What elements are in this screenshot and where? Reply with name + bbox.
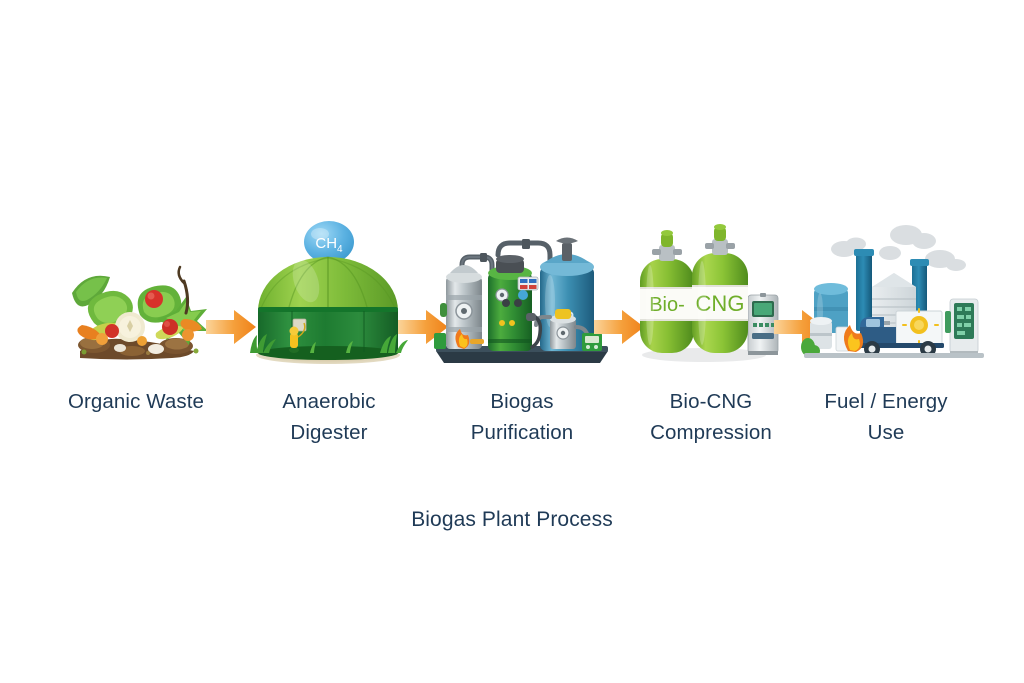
stage-label-fuel-energy-use: Fuel / Energy Use (824, 390, 948, 444)
stage-bio-cng-compression: Bio- CNG (612, 215, 812, 375)
ch4-bubble-label: CH4 (315, 235, 343, 255)
arrow-right-icon (206, 310, 256, 344)
purification-tanks-icon (434, 237, 608, 363)
anaerobic-digester-dome-icon: CH4 (250, 221, 408, 364)
stage-fuel-energy-use (800, 215, 1000, 375)
gas-cylinders-icon: Bio- CNG (640, 224, 779, 362)
stage-organic-waste (36, 215, 236, 375)
stage-anaerobic-digester: CH4 (228, 215, 428, 375)
stage-label-organic-waste: Organic Waste (67, 390, 205, 413)
cylinder-right-label: CNG (696, 291, 745, 316)
stage-biogas-purification (422, 215, 622, 375)
diagram-title: Biogas Plant Process (411, 508, 613, 531)
organic-waste-pile-icon (72, 265, 208, 360)
factory-truck-icon (801, 225, 984, 358)
stage-label-biogas-purification: Biogas Purification (470, 390, 574, 444)
stage-label-anaerobic-digester: Anaerobic Digester (282, 390, 376, 444)
arrow-right-icon (594, 310, 644, 344)
stage-label-bio-cng-compression: Bio-CNG Compression (650, 390, 772, 444)
cylinder-left-label: Bio- (649, 294, 685, 316)
